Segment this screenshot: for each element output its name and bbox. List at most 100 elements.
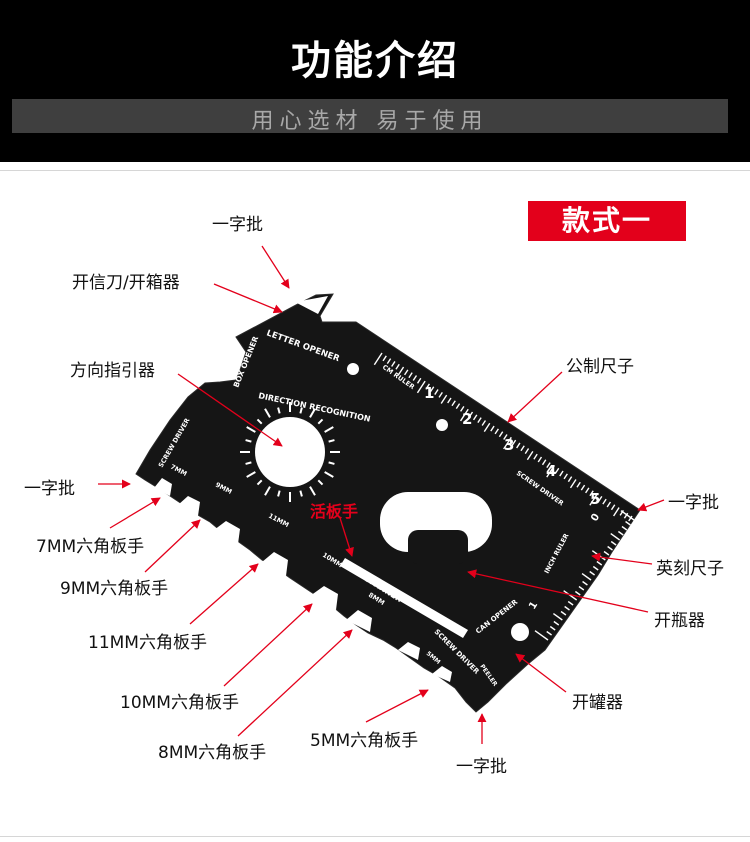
tick-mark [299,407,303,414]
tick-mark [567,600,574,606]
tick-mark [498,431,504,438]
box-opener-notch [228,340,237,380]
tick-mark [578,585,585,591]
header-banner: 功能介绍 用心选材 易于使用 [0,0,750,162]
tick-mark [408,372,413,379]
tick-mark [625,520,631,526]
tick-mark [610,540,617,546]
top-divider [0,170,750,171]
cm-number: 2 [462,410,472,428]
tick-mark [560,610,567,616]
tick-mark [553,620,560,626]
card-hole [347,363,359,375]
callout-hex-5mm: 5MM六角板手 [310,731,419,751]
tick-mark [574,590,581,596]
inch-ruler-ticks [534,510,635,641]
cm-number: 3 [504,436,514,454]
tick-mark [554,467,560,474]
tick-mark [585,487,590,494]
tick-mark [246,426,256,433]
page-title: 功能介绍 [291,38,459,84]
tick-mark [582,580,588,586]
tick-mark [607,545,613,551]
tick-mark [317,479,324,486]
tick-mark [434,389,439,395]
tick-mark [447,397,452,404]
card-hole [436,419,448,431]
tick-mark [386,358,392,365]
tick-mark [552,613,563,621]
callout-direction-finder: 方向指引器 [70,361,155,381]
tick-mark [516,442,521,449]
callout-adjustable-wrench: 活板手 [310,502,359,521]
leader-lines [98,245,665,744]
subtitle-bar: 用心选材 易于使用 [12,99,728,134]
tick-mark [628,515,633,522]
can-opener-hook [511,623,529,641]
tick-mark [328,461,335,465]
tick-mark [317,418,324,425]
tick-mark [477,417,482,424]
tick-mark [589,490,594,497]
tick-mark [589,493,599,506]
callout-screwdriver-top: 一字批 [212,215,263,235]
tick-mark [606,501,612,508]
tick-mark [438,391,443,398]
tick-mark [559,470,564,477]
tick-mark [610,533,621,541]
tick-mark [541,459,547,466]
tick-mark [455,403,461,409]
tick-mark [613,507,620,517]
callout-cm-ruler: 公制尺子 [566,357,634,377]
callout-hex-11mm: 11MM六角板手 [88,633,207,653]
tick-mark [460,406,465,412]
callout-letter-box-opener: 开信刀/开箱器 [72,273,180,293]
tick-mark [563,473,568,480]
callout-bottle-opener: 开瓶器 [654,611,705,631]
tick-mark [503,434,508,440]
tick-mark [520,445,525,452]
tick-mark [299,490,303,497]
tick-mark [546,462,551,469]
tick-mark [391,361,396,367]
callout-hex-9mm: 9MM六角板手 [60,579,169,599]
callout-hex-10mm: 10MM六角板手 [120,693,239,713]
tick-mark [490,425,495,432]
tick-mark [596,560,603,566]
tick-mark [472,414,478,421]
tick-mark [256,418,263,425]
tick-mark [494,428,499,435]
tick-mark [526,450,534,461]
tick-mark [524,448,530,454]
tick-mark [397,366,405,376]
tick-mark [459,408,469,422]
tick-mark [610,504,616,511]
tick-mark [483,422,491,433]
tick-mark [403,369,409,376]
tick-mark [503,436,512,450]
callout-hex-7mm: 7MM六角板手 [36,537,145,557]
tick-mark [564,605,570,611]
page-subtitle: 用心选材 易于使用 [251,109,489,134]
bottom-divider [0,836,750,837]
tick-mark [264,486,271,496]
letter-opener-slit [295,296,328,314]
tick-mark [246,471,256,478]
tick-mark [589,570,595,576]
callout-inch-ruler: 英刻尺子 [656,559,724,579]
tick-mark [617,530,624,536]
tick-mark [511,439,517,446]
tick-mark [309,486,316,496]
tick-mark [429,386,435,393]
cm-number: 4 [546,462,556,480]
tick-mark [309,408,316,418]
tick-mark [245,439,252,443]
inch-number: 1 [527,600,540,612]
tick-mark [603,550,610,556]
tick-mark [324,426,334,433]
tick-mark [440,394,448,404]
hex-notches [154,478,452,682]
tick-mark [592,565,599,571]
tick-mark [597,495,603,502]
